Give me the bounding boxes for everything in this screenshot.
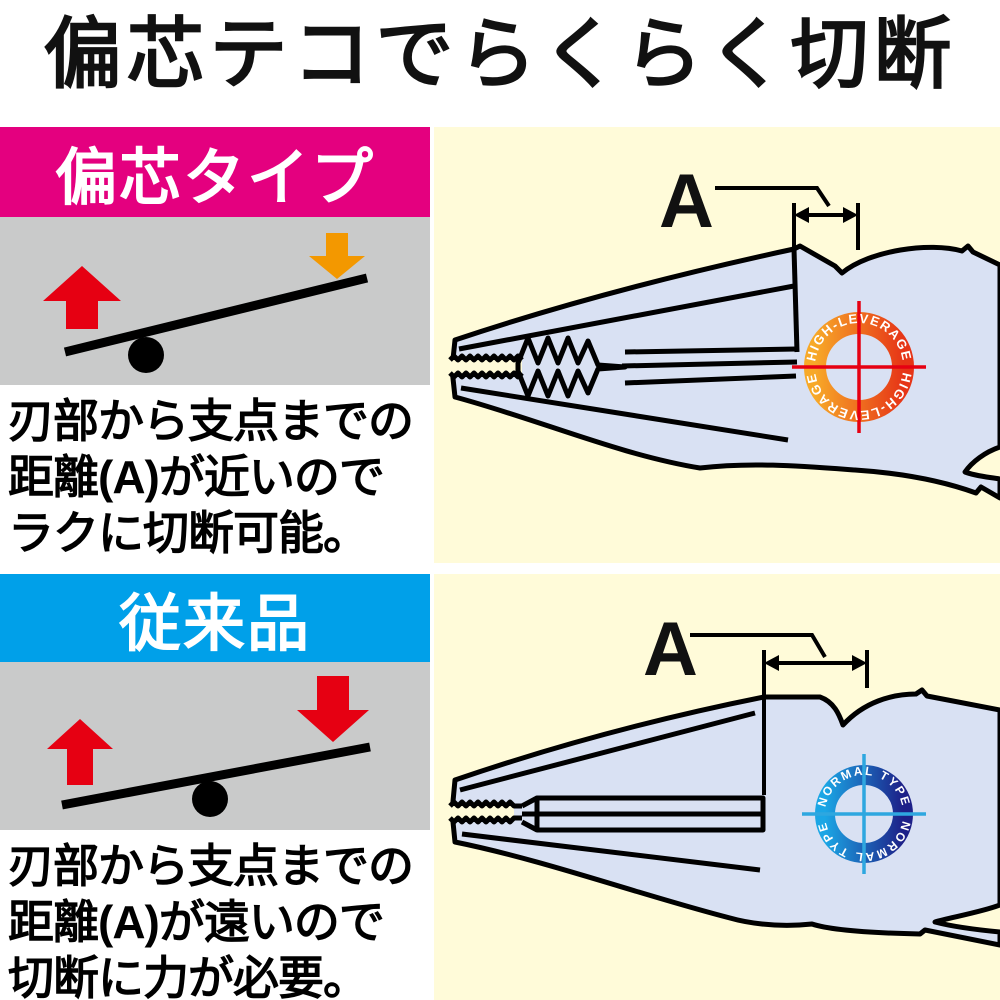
upper-jaw-face-line <box>459 710 756 793</box>
description-line: 距離(A)が近いので <box>8 451 385 503</box>
upper-jaw-face-line <box>458 283 795 352</box>
lever-svg-conventional <box>47 676 371 817</box>
lower-serration-teeth-icon <box>448 815 522 825</box>
fulcrum-dot <box>192 781 228 817</box>
blade-seam-line <box>621 359 798 369</box>
lower-jaw-face-line <box>461 831 761 873</box>
upper-serration-teeth-icon <box>448 799 522 809</box>
pliers-normal-svg: A NORMAL TYPE NORMAL TYPE <box>448 607 1000 948</box>
dimension-leader-line <box>715 186 831 208</box>
slot-lead-in <box>520 795 539 833</box>
description-line: 刃部から支点までの <box>8 395 414 447</box>
section-eccentric-left: 偏芯タイプ 刃部から支点までの 距離(A)が近いので ラクに切断可能。 <box>0 127 430 563</box>
description-line: 距離(A)が遠いので <box>8 896 385 948</box>
section-eccentric-illustration: A HIGH-LEVERAGE HIGH-LEVERAGE <box>434 127 1000 563</box>
section-conventional-header: 従来品 <box>0 574 430 662</box>
pliers-body <box>449 243 1000 501</box>
lower-jaw-face-line <box>460 385 789 443</box>
dimension-arrowhead-left <box>794 207 809 223</box>
dimension-arrowhead-right <box>843 207 858 223</box>
pliers-body <box>449 687 1000 948</box>
effort-down-arrow-icon <box>297 676 369 742</box>
description-conventional: 刃部から支点までの 距離(A)が遠いので 切断に力が必要。 <box>0 830 430 1000</box>
dimension-arrowhead-left <box>764 655 779 671</box>
pivot-edge-line <box>791 248 800 353</box>
lever-beam <box>63 273 369 357</box>
description-line: ラクに切断可能。 <box>8 507 369 559</box>
lever-diagram-eccentric <box>0 217 430 385</box>
description-line: 刃部から支点までの <box>8 840 414 892</box>
dimension-arrowhead-right <box>852 655 867 671</box>
section-conventional-left: 従来品 刃部から支点までの 距離(A)が遠いので 切断に力が必要。 <box>0 574 430 1000</box>
page-title: 偏芯テコでらくらく切断 <box>43 10 957 98</box>
pipe-grip-zigzag <box>515 335 628 399</box>
section-eccentric-header: 偏芯タイプ <box>0 127 430 217</box>
pivot-crosshair-icon <box>792 301 926 433</box>
load-up-arrow-icon <box>47 719 113 785</box>
upper-serration-teeth-icon <box>448 353 524 363</box>
dimension-label: A <box>659 159 714 244</box>
lever-diagram-conventional <box>0 662 430 830</box>
description-eccentric: 刃部から支点までの 距離(A)が近いので ラクに切断可能。 <box>0 385 430 561</box>
pivot-crosshair-icon <box>802 754 926 874</box>
load-up-arrow-icon <box>43 266 121 329</box>
fulcrum-dot <box>128 337 164 373</box>
section-conventional-illustration: A NORMAL TYPE NORMAL TYPE <box>434 574 1000 1000</box>
lever-beam <box>61 742 371 810</box>
lower-serration-teeth-icon <box>448 370 524 380</box>
blade-bottom-line <box>624 373 797 386</box>
blade-top-line <box>624 346 797 355</box>
lever-svg-eccentric <box>43 233 369 373</box>
pliers-high-leverage-svg: A HIGH-LEVERAGE HIGH-LEVERAGE <box>448 159 1000 501</box>
description-line: 切断に力が必要。 <box>8 952 369 1000</box>
dimension-leader-line <box>690 633 827 659</box>
dimension-label: A <box>643 607 698 692</box>
effort-down-arrow-icon <box>309 233 365 279</box>
